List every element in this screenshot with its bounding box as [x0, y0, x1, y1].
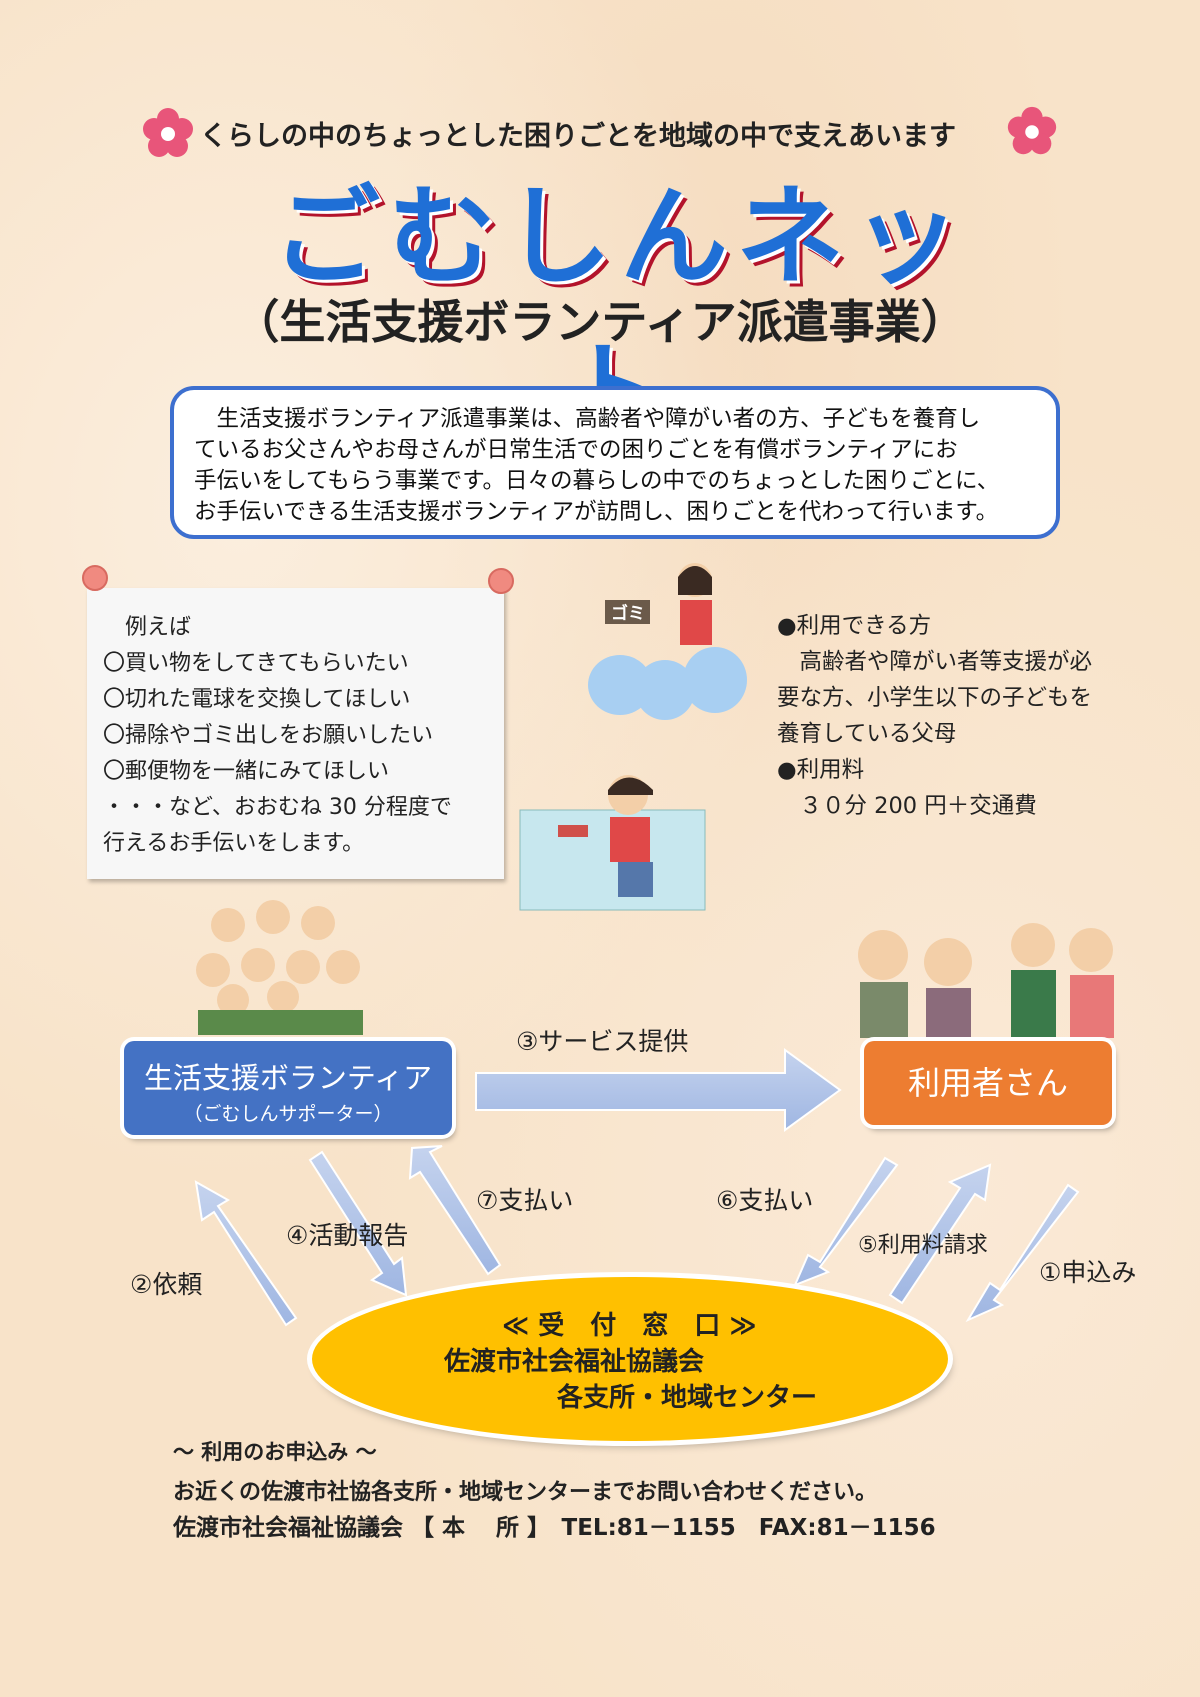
volunteer-label: 生活支援ボランティア — [143, 1061, 433, 1095]
example-line: ・・・など、おおむね 30 分程度で — [103, 795, 452, 820]
info-line: ●利用できる方 — [777, 613, 932, 639]
flower-icon — [143, 108, 193, 157]
step-6-label: ⑥支払い — [716, 1186, 814, 1215]
flower-icon — [1007, 106, 1057, 155]
description-line: 生活支援ボランティア派遣事業は、高齢者や障がい者の方、子どもを養育し — [194, 406, 981, 432]
arrow-pay-user — [793, 1156, 899, 1287]
reception-window: ≪ 受 付 窓 口 ≫ 佐渡市社会福祉協議会 各支所・地域センター — [312, 1277, 948, 1441]
garbage-sign-text: ゴミ — [611, 603, 645, 624]
reception-title: ≪ 受 付 窓 口 ≫ — [502, 1311, 757, 1341]
step-7-label: ⑦支払い — [476, 1186, 574, 1215]
description-box: 生活支援ボランティア派遣事業は、高齢者や障がい者の方、子どもを養育し ているお父… — [170, 386, 1060, 539]
volunteers-illustration — [196, 900, 363, 1035]
reception-org: 佐渡市社会福祉協議会 — [444, 1347, 705, 1377]
pin-icon — [82, 565, 108, 591]
step-1-label: ①申込み — [1039, 1258, 1137, 1287]
description-line: ているお父さんやお母さんが日常生活での困りごとを有償ボランティアにお — [194, 437, 958, 463]
info-line: ●利用料 — [777, 757, 865, 783]
arrow-apply — [965, 1183, 1080, 1323]
info-line: 高齢者や障がい者等支援が必 — [777, 649, 1093, 675]
arrow-request — [194, 1180, 298, 1327]
footer-heading: ～ 利用のお申込み ～ — [173, 1440, 377, 1464]
example-line: 例えば — [103, 615, 192, 640]
footer-line: お近くの佐渡市社協各支所・地域センターまでお問い合わせください。 — [173, 1480, 878, 1505]
arrow-fee-invoice — [888, 1163, 992, 1305]
example-line: 〇郵便物を一緒にみてほしい — [103, 759, 390, 784]
cleaning-illustration — [519, 775, 706, 911]
description-line: お手伝いできる生活支援ボランティアが訪問し、困りごとを代わって行います。 — [194, 499, 999, 525]
info-line: ３０分 200 円＋交通費 — [777, 793, 1037, 819]
garbage-illustration: ゴミ — [588, 563, 747, 720]
reception-branch: 各支所・地域センター — [557, 1383, 818, 1413]
example-line: 〇買い物をしてきてもらいたい — [103, 651, 409, 676]
user-box: 利用者さん — [864, 1041, 1112, 1125]
examples-note: 例えば 〇買い物をしてきてもらいたい 〇切れた電球を交換してほしい 〇掃除やゴミ… — [87, 588, 504, 879]
volunteer-sublabel: （ごむしんサポーター） — [183, 1103, 393, 1125]
step-4-label: ④活動報告 — [286, 1221, 409, 1250]
description-line: 手伝いをしてもらう事業です。日々の暮らしの中でのちょっとした困りごとに、 — [194, 468, 1000, 494]
info-line: 要な方、小学生以下の子どもを — [777, 685, 1093, 711]
example-line: 〇掃除やゴミ出しをお願いしたい — [103, 723, 434, 748]
example-line: 行えるお手伝いをします。 — [103, 831, 365, 856]
step-3-label: ③サービス提供 — [516, 1027, 689, 1056]
volunteer-box: 生活支援ボランティア （ごむしんサポーター） — [124, 1041, 452, 1135]
arrow-report — [308, 1150, 408, 1297]
step-2-label: ②依頼 — [130, 1270, 203, 1299]
tagline: くらしの中のちょっとした困りごとを地域の中で支えあいます — [200, 121, 956, 152]
users-illustration — [858, 923, 1114, 1038]
page-subtitle: （生活支援ボランティア派遣事業） — [233, 295, 967, 349]
usage-info: ●利用できる方 高齢者や障がい者等支援が必 要な方、小学生以下の子どもを 養育し… — [777, 608, 1092, 824]
arrow-service — [475, 1048, 842, 1132]
footer-contact: 佐渡市社会福祉協議会 【 本 所 】 TEL:81－1155 FAX:81－11… — [173, 1515, 936, 1541]
example-line: 〇切れた電球を交換してほしい — [103, 687, 411, 712]
info-line: 養育している父母 — [777, 721, 957, 747]
step-5-label: ⑤利用料請求 — [858, 1233, 988, 1258]
arrow-pay-volunteer — [408, 1145, 502, 1276]
pin-icon — [488, 568, 514, 594]
